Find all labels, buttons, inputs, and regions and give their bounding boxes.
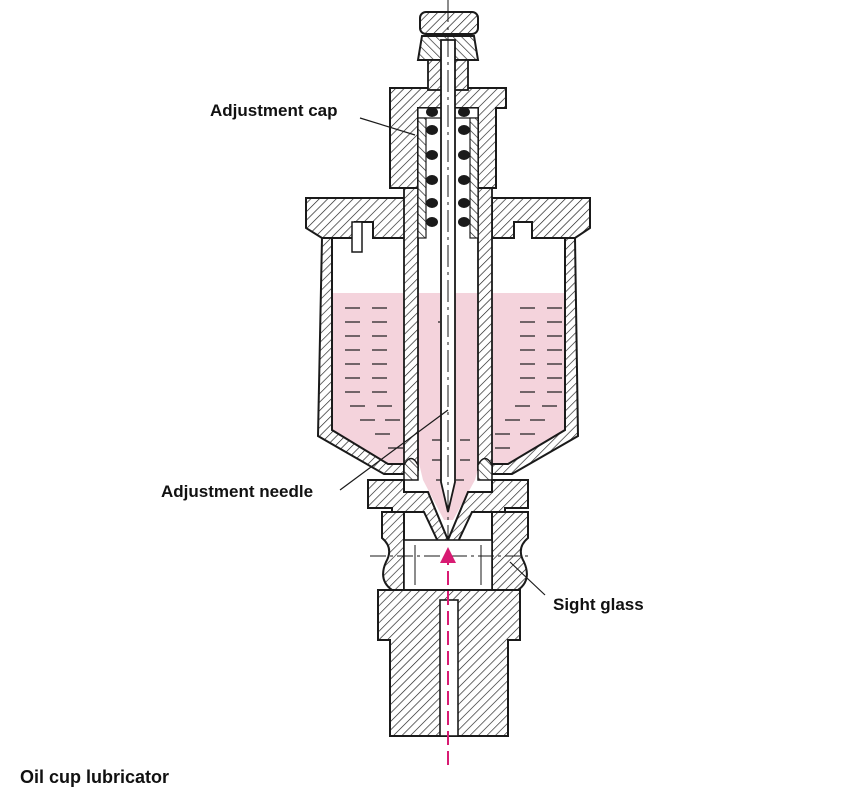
label-sight-glass: Sight glass — [553, 595, 644, 614]
valve-body — [367, 479, 530, 737]
fill-plug — [351, 221, 363, 253]
label-adjustment-needle: Adjustment needle — [161, 482, 313, 501]
callout-sight-glass: Sight glass — [509, 561, 644, 614]
callout-adjustment-cap: Adjustment cap — [210, 101, 416, 136]
guide-tube — [403, 99, 493, 481]
callout-adjustment-needle: Adjustment needle — [161, 409, 449, 501]
label-adjustment-cap: Adjustment cap — [210, 101, 338, 120]
top-flange-right — [491, 197, 591, 239]
oil-dashes — [345, 307, 562, 481]
figure-caption: Oil cup lubricator — [20, 767, 169, 787]
spring — [426, 107, 470, 227]
needle — [440, 39, 456, 513]
